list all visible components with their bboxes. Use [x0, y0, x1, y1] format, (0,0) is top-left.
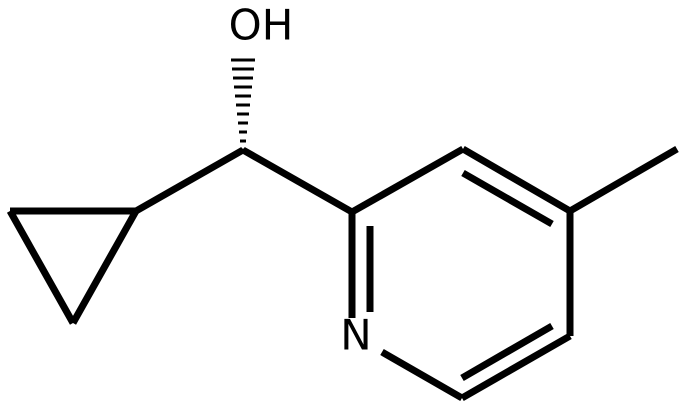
methyl-bond [568, 145, 679, 215]
hydroxyl-label: OH [229, 1, 294, 50]
cyclopropyl-bond-right [69, 209, 140, 325]
pyridine-double-bond-c3-c4 [461, 169, 554, 228]
nitrogen-label: N [340, 311, 371, 360]
pyridine-bond-c5-c6 [460, 332, 572, 402]
pyridine-bond-c3-c4 [461, 145, 572, 215]
cyclopropyl-carbinol-bond [134, 146, 245, 215]
pyridine-bond-c6-n1 [380, 348, 464, 402]
pyridine-bond-c2-c3 [350, 145, 465, 216]
pyridine-double-bond-c5-c6 [460, 322, 554, 382]
cyclopropyl-bond-left [6, 209, 77, 325]
carbinol-pyridine-bond [241, 146, 354, 216]
stereo-hash-wedge-bond [231, 58, 255, 152]
